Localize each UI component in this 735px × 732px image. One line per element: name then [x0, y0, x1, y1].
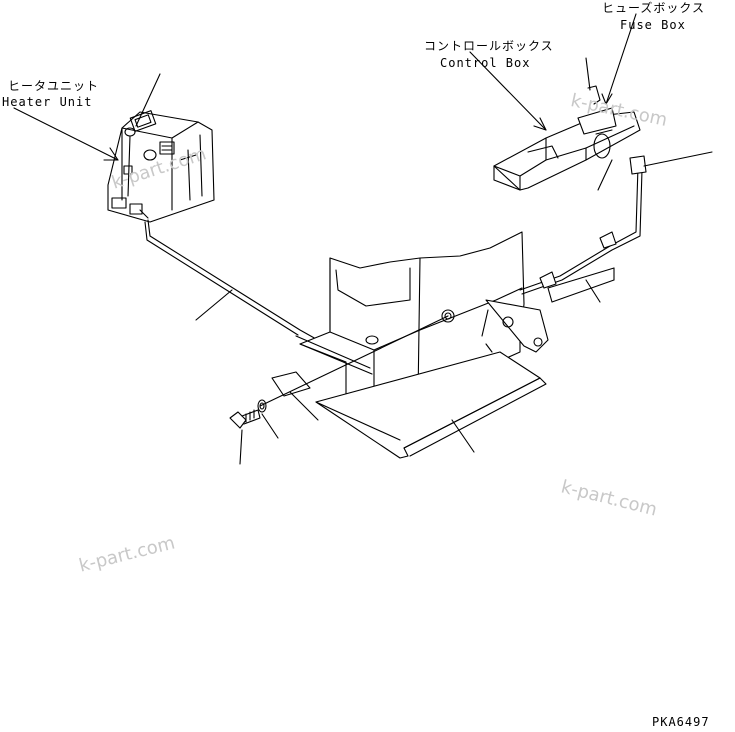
harness-left-2	[144, 221, 299, 336]
control-box-label-en: Control Box	[440, 56, 531, 70]
washer	[257, 399, 267, 413]
clips	[539, 155, 647, 289]
control-box	[493, 85, 641, 191]
seat-stand	[299, 231, 549, 431]
harness-right	[519, 165, 639, 291]
heater-unit-label-jp: ヒータユニット	[8, 79, 100, 93]
drawing-code: PKA6497	[652, 715, 710, 729]
leader-lines	[13, 13, 713, 465]
fuse-box-label-jp: ヒューズボックス	[602, 1, 706, 15]
harness-right-2	[521, 169, 643, 295]
fuse-box-label-en: Fuse Box	[620, 18, 686, 32]
bolt	[229, 409, 261, 429]
heater-unit	[107, 110, 215, 223]
heater-unit-label-en: Heater Unit	[2, 95, 93, 109]
control-box-label-jp: コントロールボックス	[424, 39, 554, 53]
base-plate	[315, 351, 547, 459]
